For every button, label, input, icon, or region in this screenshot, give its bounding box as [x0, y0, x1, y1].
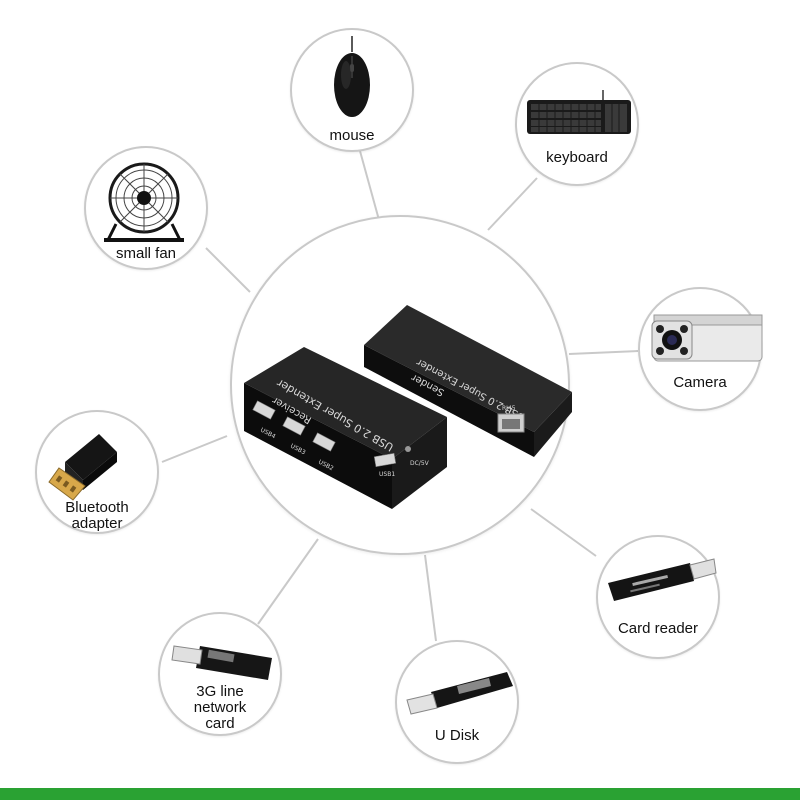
usb1-label: USB1	[379, 471, 395, 478]
fan-icon	[104, 162, 184, 242]
mouse-icon	[334, 36, 370, 117]
device-keyboard: keyboard	[515, 62, 639, 186]
device-label-bluetooth: Bluetooth adapter	[65, 499, 129, 532]
connector-camera	[568, 350, 639, 355]
usb1-port-icon	[373, 452, 397, 468]
keyboard-icon	[527, 90, 631, 134]
connector-bluetooth	[161, 435, 228, 463]
usb4-port-icon	[252, 400, 276, 420]
connector-u-disk	[424, 554, 437, 642]
network-card-icon	[171, 645, 272, 680]
dc-label: DC/5V	[410, 460, 430, 467]
dc-jack-icon	[405, 446, 411, 452]
connector-card-reader	[530, 508, 597, 557]
extender-units: USB 2.0 Super Extender Sender RJ45 USB 2…	[244, 305, 572, 509]
extender-circle: USB 2.0 Super Extender Sender RJ45 USB 2…	[230, 215, 572, 555]
card-reader-icon	[608, 558, 717, 601]
connector-network-card	[257, 538, 319, 625]
bluetooth-adapter-icon	[48, 434, 117, 501]
device-label-network-card: 3G line network card	[193, 683, 247, 732]
device-label-camera: Camera	[673, 374, 727, 391]
receiver-unit: USB 2.0 Super Extender Receiver USB4 USB…	[244, 347, 447, 509]
device-mouse: mouse	[290, 28, 414, 152]
bottom-accent-bar	[0, 788, 800, 800]
device-u-disk: U Disk	[395, 640, 519, 764]
rj45-label: RJ45	[502, 405, 516, 412]
device-network-card: 3G line network card	[158, 612, 282, 736]
device-label-mouse: mouse	[329, 127, 375, 144]
device-small-fan: small fan	[84, 146, 208, 270]
device-label-u-disk: U Disk	[434, 727, 480, 744]
device-card-reader: Card reader	[596, 535, 720, 659]
connector-keyboard	[487, 177, 538, 231]
camera-icon	[651, 314, 763, 362]
device-label-keyboard: keyboard	[546, 149, 608, 166]
connector-mouse	[359, 150, 380, 221]
device-bluetooth-adapter: Bluetooth adapter	[35, 410, 159, 534]
device-camera: Camera	[638, 287, 763, 411]
usb3-port-icon	[282, 416, 306, 436]
u-disk-icon	[406, 672, 513, 715]
device-label-small-fan: small fan	[115, 245, 177, 262]
usb2-port-icon	[312, 432, 336, 452]
connector-fan	[205, 247, 251, 293]
device-label-card-reader: Card reader	[617, 620, 699, 637]
sender-unit: USB 2.0 Super Extender Sender RJ45	[364, 305, 572, 457]
